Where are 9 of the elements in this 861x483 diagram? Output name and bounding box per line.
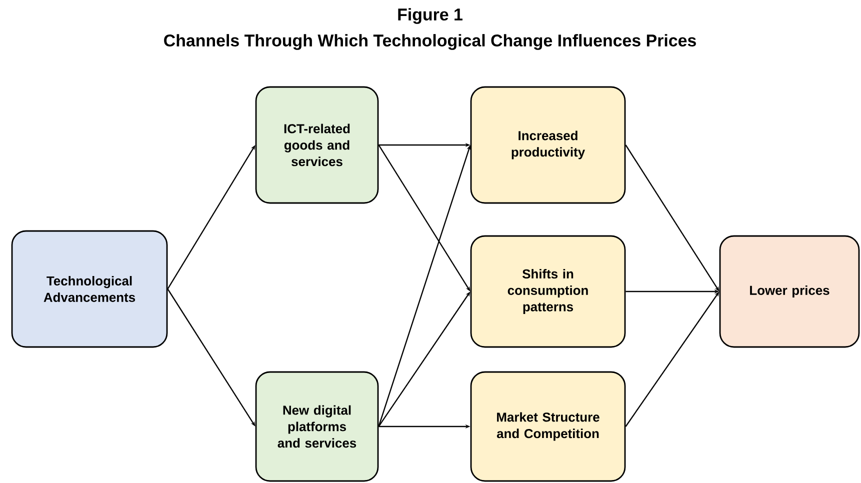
process-box: Technological Advancements	[11, 230, 168, 348]
process-box: Market Structure and Competition	[470, 371, 626, 482]
process-box: ICT-related goods and services	[255, 86, 379, 204]
process-box: Lower prices	[719, 235, 860, 348]
process-box: New digital platforms and services	[255, 371, 379, 482]
process-box: Shifts in consumption patterns	[470, 235, 626, 348]
figure-number: Figure 1	[398, 8, 462, 24]
process-box: Increased productivity	[470, 86, 626, 204]
title: Channels Through Which Technological Change Influences Prices	[164, 34, 696, 50]
